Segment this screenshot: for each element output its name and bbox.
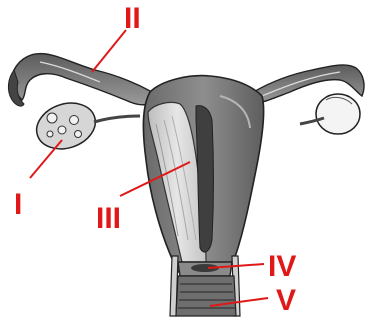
cervix bbox=[178, 262, 232, 276]
left-fallopian-tube bbox=[8, 54, 152, 106]
leader-line-ii bbox=[92, 30, 126, 72]
label-i: I bbox=[14, 188, 22, 221]
label-v: V bbox=[276, 284, 296, 317]
label-iii: III bbox=[96, 202, 121, 235]
label-iv: IV bbox=[268, 250, 296, 283]
right-ovary bbox=[300, 94, 360, 134]
label-ii: II bbox=[124, 2, 141, 35]
uterus bbox=[143, 76, 263, 272]
left-ovary bbox=[31, 96, 140, 156]
